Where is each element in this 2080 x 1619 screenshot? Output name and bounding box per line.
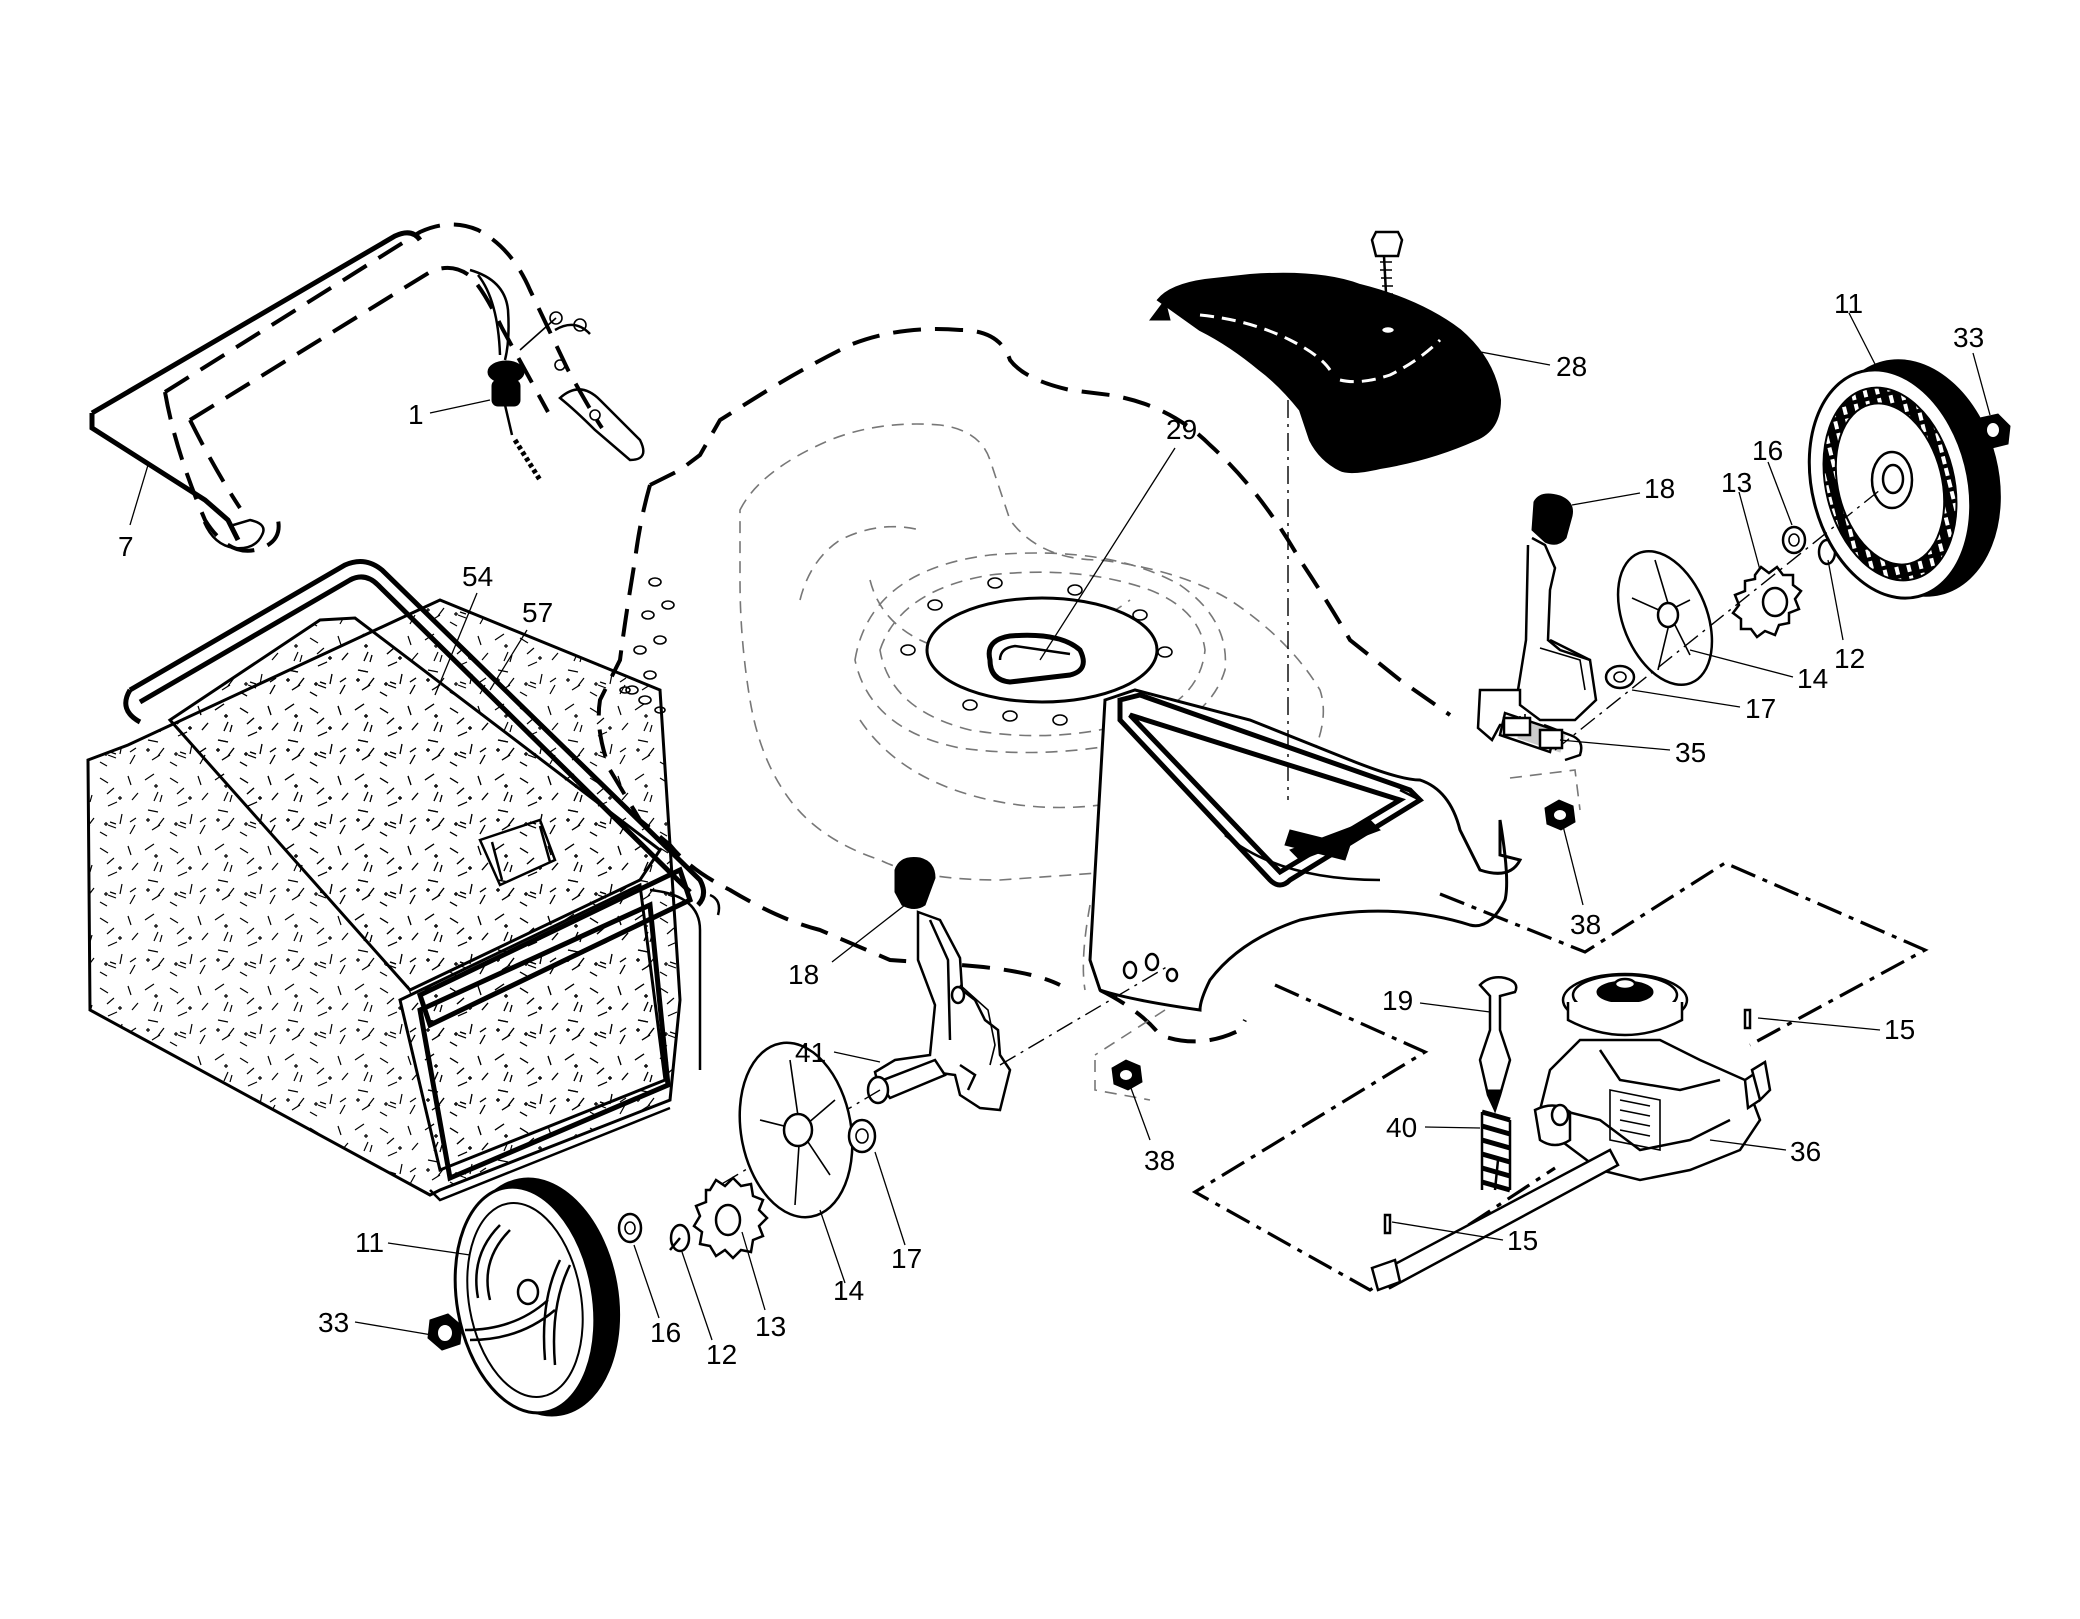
transmission-36	[1370, 972, 1772, 1292]
callout-16-top: 16	[1752, 435, 1783, 466]
callout-16-bottom: 16	[650, 1317, 681, 1348]
callout-33-top: 33	[1953, 322, 1984, 353]
roll-pin-15-bottom	[1383, 1213, 1392, 1235]
callout-35: 35	[1675, 737, 1706, 768]
callout-11-bottom: 11	[355, 1227, 384, 1258]
callout-19: 19	[1382, 985, 1413, 1016]
handle-assembly	[89, 222, 645, 553]
callout-18-left: 18	[788, 959, 819, 990]
callout-11-top: 11	[1834, 288, 1863, 319]
nut-38-right	[1544, 799, 1576, 831]
roll-pin-15-top	[1743, 1008, 1752, 1030]
belt	[925, 596, 1159, 704]
drive-cover	[1088, 688, 1523, 1012]
callout-54: 54	[462, 561, 493, 592]
callout-numbers: 1 7 54 57 29 28 11 33 16 13 18 12 14 17 …	[118, 288, 1984, 1370]
callout-18-top: 18	[1644, 473, 1675, 504]
wheel-11-left	[453, 1177, 621, 1417]
height-adjuster-left	[866, 857, 1012, 1112]
nut-33-left	[427, 1313, 463, 1351]
callout-13-bottom: 13	[755, 1311, 786, 1342]
pinion-gear-right	[1731, 565, 1803, 639]
washer-16-right	[1781, 525, 1807, 555]
deck-washers	[1122, 952, 1179, 983]
nut-38-mid	[1094, 1009, 1166, 1101]
engine-cover	[1149, 230, 1502, 474]
callout-12-top: 12	[1834, 643, 1865, 674]
front-wheel-left	[427, 1041, 877, 1417]
callout-29: 29	[1166, 414, 1197, 445]
callout-1: 1	[408, 399, 424, 430]
bolts-35	[1502, 716, 1564, 750]
callout-12-bottom: 12	[706, 1339, 737, 1370]
pin-19	[1478, 976, 1518, 1114]
callout-13-top: 13	[1721, 467, 1752, 498]
callout-36: 36	[1790, 1136, 1821, 1167]
callout-15-bottom: 15	[1507, 1225, 1538, 1256]
callout-14-top: 14	[1797, 663, 1828, 694]
spring-40	[1480, 1109, 1512, 1193]
washer-17-left	[847, 1118, 877, 1154]
callout-38-mid: 38	[1144, 1145, 1175, 1176]
callout-17-bottom: 17	[891, 1243, 922, 1274]
nut-33-right	[1979, 413, 2011, 449]
leader-lines	[129, 312, 1991, 1341]
height-adjuster-right	[1476, 493, 1598, 762]
callout-33-bottom: 33	[318, 1307, 349, 1338]
callout-17-top: 17	[1745, 693, 1776, 724]
washer-16-left	[617, 1212, 643, 1244]
callout-14-bottom: 14	[833, 1275, 864, 1306]
callout-15-top: 15	[1884, 1014, 1915, 1045]
rear-wheel-right	[1502, 359, 2011, 831]
wheel-11-right	[1807, 359, 2001, 600]
callout-40: 40	[1386, 1112, 1417, 1143]
washer-17-right	[1604, 664, 1636, 690]
callout-28: 28	[1556, 351, 1587, 382]
callout-38-right: 38	[1570, 909, 1601, 940]
grass-catcher	[86, 558, 721, 1202]
callout-41: 41	[795, 1037, 826, 1068]
control-cable	[469, 268, 563, 482]
pinion-gear-left	[692, 1176, 769, 1260]
deck-vent-holes	[619, 577, 675, 714]
callout-7: 7	[118, 531, 134, 562]
callout-57: 57	[522, 597, 553, 628]
